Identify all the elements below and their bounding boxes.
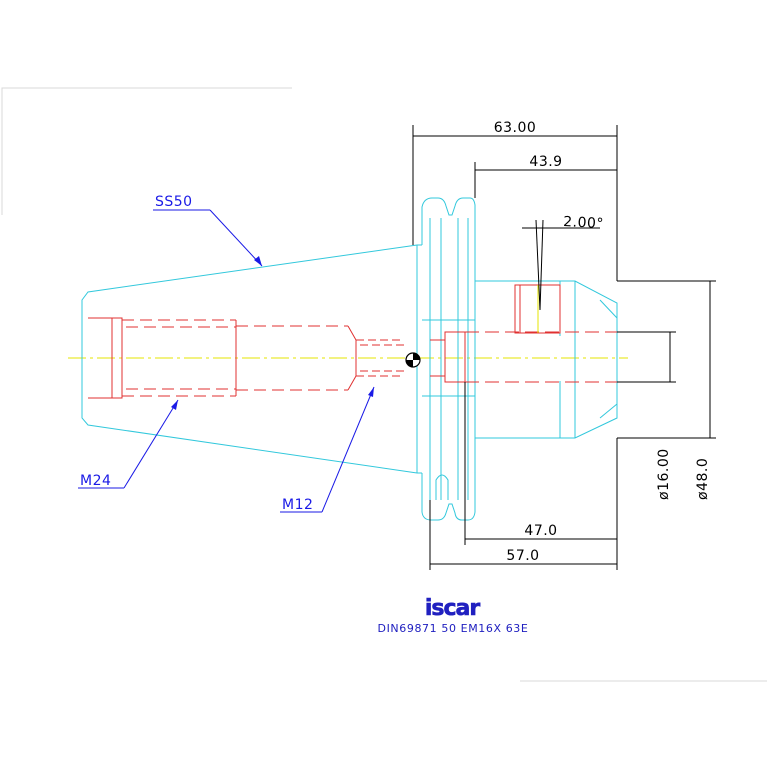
dim-length-57: 57.0: [506, 548, 539, 564]
leader-arrowheads: [171, 256, 374, 410]
title-block: iscar DIN69871 50 EM16X 63E: [378, 596, 529, 635]
part-description: DIN69871 50 EM16X 63E: [378, 622, 529, 635]
hidden-threads: [88, 284, 617, 399]
dim-overall-length: 63.00: [494, 120, 537, 136]
callout-texts: SS50 M24 M12: [80, 194, 313, 513]
dimension-lines: [412, 125, 716, 570]
dim-bore-diameter: ø16.00: [656, 448, 672, 500]
dimension-texts: 63.00 43.9 2.00° ø16.00 ø48.0 47.0 57.0: [494, 120, 711, 564]
callout-taper-size: SS50: [155, 194, 193, 210]
dim-length-47: 47.0: [524, 523, 557, 539]
dim-flange-length: 43.9: [529, 154, 562, 170]
brand-logo: iscar: [425, 596, 481, 621]
callout-rear-thread: M24: [80, 473, 111, 489]
ball-symbol: [405, 352, 421, 368]
dim-outer-diameter: ø48.0: [695, 458, 711, 500]
callout-front-thread: M12: [282, 497, 313, 513]
callout-leaders: [78, 209, 375, 513]
drawing-frame: [1, 87, 767, 682]
dim-angle: 2.00°: [563, 214, 604, 232]
holder-outline: [81, 197, 618, 521]
